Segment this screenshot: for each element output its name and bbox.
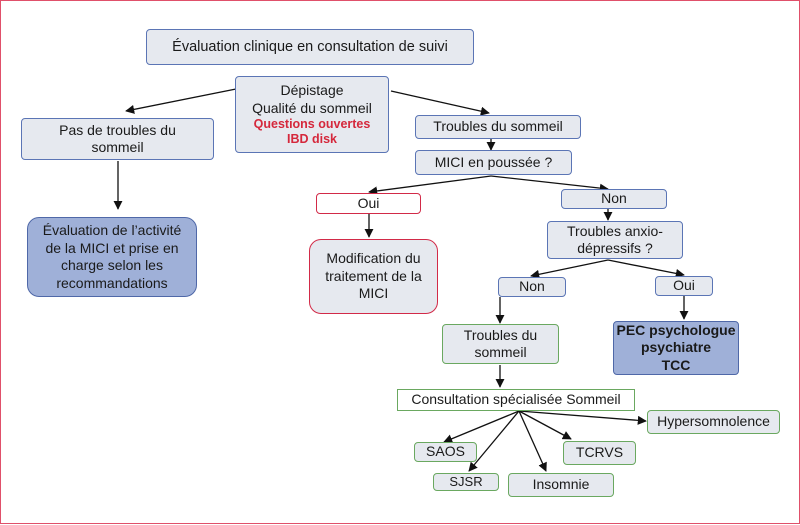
node-sjsr: SJSR	[433, 473, 499, 491]
node-label: SJSR	[449, 473, 483, 489]
pec-line-3: TCC	[661, 356, 691, 373]
node-label: Non	[519, 278, 545, 295]
node-troubles-sommeil-2: Troubles du sommeil	[442, 324, 559, 364]
pec-line-2: psychiatre	[640, 339, 712, 356]
arrow-consultation-to-saos	[443, 410, 520, 444]
node-pec-psychologue: PEC psychologue psychiatre TCC	[613, 321, 739, 375]
node-oui-poussee: Oui	[316, 193, 421, 214]
arrow-consultation-to-hypersomnolence	[518, 410, 647, 425]
depistage-ibd-disk: IBD disk	[286, 132, 337, 146]
node-evaluation-activite: Évaluation de l’activité de la MICI et p…	[27, 217, 197, 297]
node-consultation-sommeil: Consultation spécialisée Sommeil	[397, 389, 635, 411]
node-troubles-sommeil: Troubles du sommeil	[415, 115, 581, 139]
node-label: Non	[601, 190, 627, 207]
node-oui-anxio: Oui	[655, 276, 713, 296]
node-mici-poussee: MICI en poussée ?	[415, 150, 572, 175]
node-depistage: Dépistage Qualité du sommeil Questions o…	[235, 76, 389, 153]
node-hypersomnolence: Hypersomnolence	[647, 410, 780, 434]
node-label: SAOS	[426, 443, 465, 460]
node-label: Troubles du sommeil	[463, 326, 538, 361]
arrow-depistage-to-pas-troubles	[125, 88, 237, 114]
arrow-consultation-to-tcrvs	[518, 410, 572, 440]
node-label: Évaluation clinique en consultation de s…	[172, 38, 448, 55]
arrow-consultation-to-insomnie	[518, 410, 547, 472]
node-label: Modification du traitement de la MICI	[325, 250, 422, 302]
arrow-consultation-to-sjsr	[468, 410, 520, 472]
node-label: Consultation spécialisée Sommeil	[411, 391, 621, 408]
node-label: Troubles du sommeil	[433, 118, 563, 135]
node-label: MICI en poussée ?	[434, 153, 553, 170]
pec-line-1: PEC psychologue	[616, 321, 736, 338]
node-troubles-anxio-depressifs: Troubles anxio-dépressifs ?	[547, 221, 683, 259]
node-label: Oui	[357, 194, 380, 211]
arrow-anxio-to-non	[530, 259, 609, 279]
depistage-line-1: Dépistage	[280, 82, 344, 98]
node-label: Troubles anxio-dépressifs ?	[567, 222, 663, 257]
arrow-mici-to-oui	[368, 175, 492, 196]
node-non-poussee: Non	[561, 189, 667, 209]
depistage-line-2: Qualité du sommeil	[252, 99, 372, 116]
node-label: Pas de troubles du sommeil	[59, 121, 176, 156]
node-insomnie: Insomnie	[508, 473, 614, 497]
node-non-anxio: Non	[498, 277, 566, 297]
node-label: Insomnie	[532, 476, 590, 493]
node-modification-traitement: Modification du traitement de la MICI	[309, 239, 438, 314]
node-label: Évaluation de l’activité de la MICI et p…	[42, 222, 182, 291]
depistage-questions-ouvertes: Questions ouvertes	[253, 117, 371, 131]
node-pas-de-troubles: Pas de troubles du sommeil	[21, 118, 214, 160]
arrow-anxio-to-oui	[607, 259, 685, 278]
node-evaluation-clinique: Évaluation clinique en consultation de s…	[146, 29, 474, 65]
node-saos: SAOS	[414, 442, 477, 462]
node-label: Hypersomnolence	[657, 413, 770, 430]
node-label: TCRVS	[575, 444, 624, 461]
node-label: Oui	[673, 277, 695, 294]
arrow-depistage-to-troubles	[390, 90, 490, 116]
node-tcrvs: TCRVS	[563, 441, 636, 465]
arrow-mici-to-non	[490, 175, 609, 193]
